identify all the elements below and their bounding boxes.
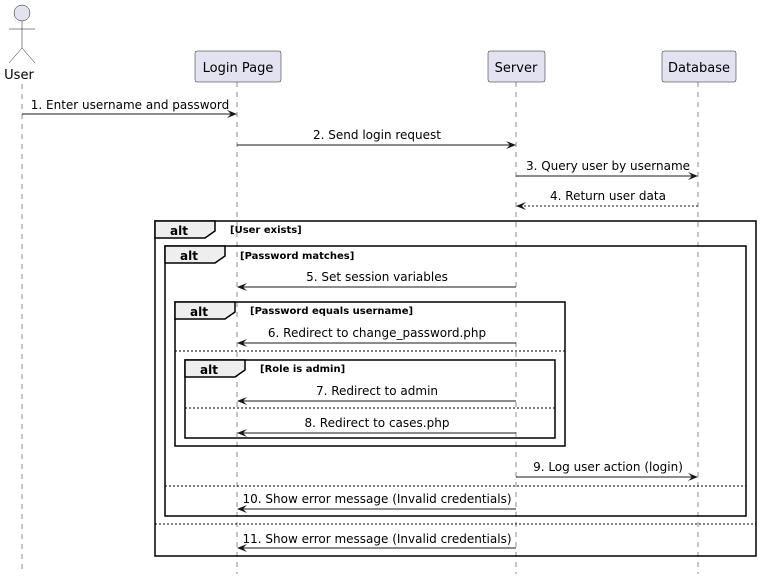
message-label-7: 7. Redirect to admin [316,384,438,398]
fragment-tab [174,301,236,320]
message-label-3: 3. Query user by username [526,159,690,173]
arrowhead-icon [237,397,247,405]
fragment-guard: [Password matches] [240,251,354,262]
alt-fragment-password-matches: alt [Password matches] [164,245,747,517]
fragment-guard: [Role is admin] [260,364,345,375]
participant-login-page: Login Page [194,50,282,83]
alt-fragment-user-exists: alt [User exists] [154,220,757,557]
participant-server: Server [487,50,546,83]
fragment-keyword: alt [190,305,208,319]
arrowhead-icon [237,505,247,513]
arrowhead-icon [688,172,698,180]
message-label-9: 9. Log user action (login) [533,460,683,474]
actor-user: User [4,4,36,83]
fragment-tab [154,220,216,239]
arrowhead-icon [506,141,516,149]
fragment-tab [184,359,246,378]
message-label-10: 10. Show error message (Invalid credenti… [243,492,512,506]
fragment-frame [174,301,566,447]
fragment-guard: [User exists] [230,225,302,236]
alt-fragment-password-equals-username: alt [Password equals username] [174,301,566,447]
actor-body-icon [8,21,36,64]
participant-label-server: Server [495,61,538,76]
fragment-keyword: alt [170,224,188,238]
alt-fragment-role-is-admin: alt [Role is admin] [184,359,556,439]
actor-head-icon [13,4,31,22]
message-label-11: 11. Show error message (Invalid credenti… [243,532,512,546]
arrowhead-icon [227,110,237,118]
arrowhead-icon [237,283,247,291]
participant-label-user: User [4,68,34,83]
fragment-keyword: alt [180,249,198,263]
participant-label-database: Database [668,61,730,76]
message-label-5: 5. Set session variables [306,270,448,284]
fragment-tab [164,245,226,264]
arrowhead-icon [237,339,247,347]
arrowhead-icon [516,202,526,210]
message-label-6: 6. Redirect to change_password.php [268,326,486,340]
fragment-frame [184,359,556,439]
participant-box [194,50,282,83]
fragment-frame [164,245,747,517]
fragment-keyword: alt [200,363,218,377]
message-label-2: 2. Send login request [313,128,441,142]
messages: 1. Enter username and password 2. Send l… [22,98,698,552]
message-label-4: 4. Return user data [550,189,666,203]
participant-box [487,50,546,83]
arrowhead-icon [237,429,247,437]
message-label-8: 8. Redirect to cases.php [305,416,450,430]
participant-database: Database [661,50,737,83]
fragment-guard: [Password equals username] [250,306,413,317]
arrowhead-icon [688,473,698,481]
arrowhead-icon [237,544,247,552]
participant-label-login-page: Login Page [203,61,274,76]
fragment-frame [154,220,757,557]
participant-box [661,50,737,83]
message-label-1: 1. Enter username and password [31,98,229,112]
